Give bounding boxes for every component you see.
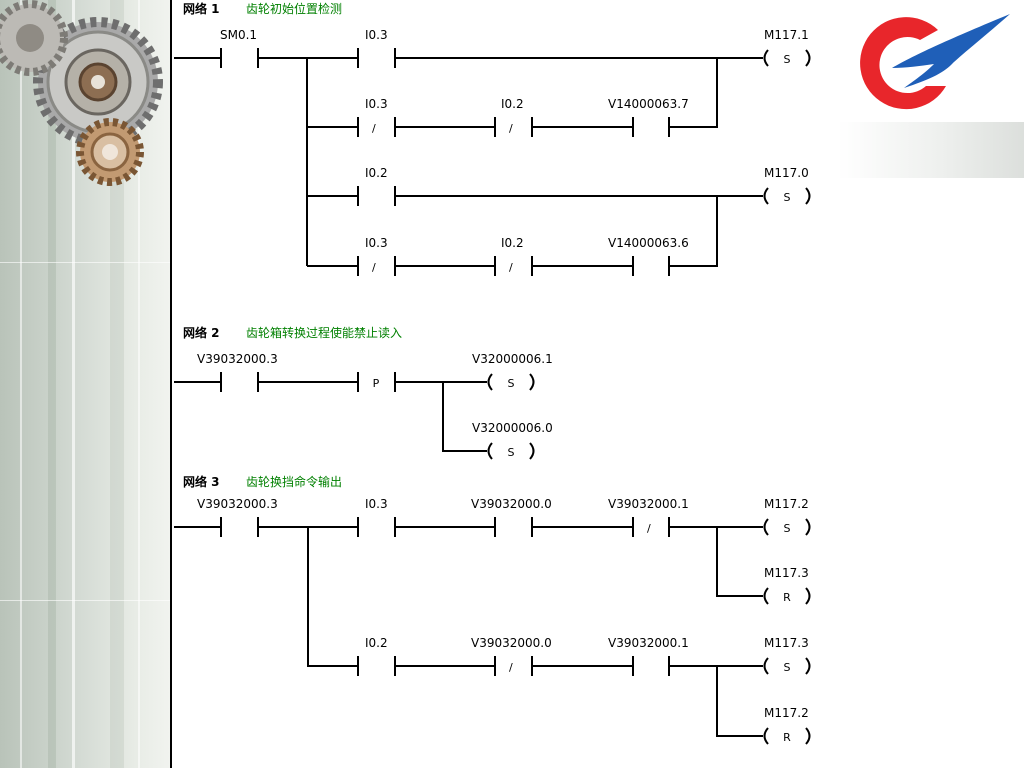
decorative-sidebar <box>0 0 170 768</box>
gears-illustration <box>0 0 163 186</box>
set-coil: S <box>487 373 535 391</box>
contact-label: I0.3 <box>365 236 388 250</box>
coil-label: M117.2 <box>764 497 809 511</box>
svg-text:S: S <box>784 661 791 674</box>
contact-label: V39032000.3 <box>197 497 278 511</box>
decorative-band <box>838 122 1024 178</box>
negated-contact-mark: / <box>372 261 376 274</box>
svg-text:S: S <box>508 377 515 390</box>
set-coil: S <box>763 49 811 67</box>
contact-label: I0.3 <box>365 497 388 511</box>
network-1: 网络 1 齿轮初始位置检测 / / / / SM0.1 I0.3 I0.3 I0… <box>174 1 811 276</box>
network-2-title: 网络 2 <box>183 325 220 340</box>
svg-text:R: R <box>783 731 791 744</box>
set-coil: S <box>763 518 811 536</box>
large-gear-icon <box>33 17 163 147</box>
coil-label: V32000006.0 <box>472 421 553 435</box>
coil-label: M117.3 <box>764 566 809 580</box>
set-coil: S <box>487 442 535 460</box>
network-3: 网络 3 齿轮换挡命令输出 / / V39032000.3 I0.3 V3903… <box>174 474 811 745</box>
negated-contact-mark: / <box>509 661 513 674</box>
contact-label: I0.2 <box>501 97 524 111</box>
contact-label: V14000063.7 <box>608 97 689 111</box>
contact-label: V39032000.1 <box>608 497 689 511</box>
contact-label: V39032000.3 <box>197 352 278 366</box>
coil-label: M117.3 <box>764 636 809 650</box>
network-2-description: 齿轮箱转换过程使能禁止读入 <box>246 325 402 340</box>
svg-text:S: S <box>508 446 515 459</box>
negated-contact-mark: / <box>647 522 651 535</box>
small-gear-icon <box>76 118 144 186</box>
contact-label: V39032000.0 <box>471 636 552 650</box>
contact-label: V14000063.6 <box>608 236 689 250</box>
reset-coil: R <box>763 587 811 605</box>
contact-label: V39032000.0 <box>471 497 552 511</box>
set-coil: S <box>763 187 811 205</box>
set-coil: S <box>763 657 811 675</box>
contact-label: I0.2 <box>365 166 388 180</box>
reset-coil: R <box>763 727 811 745</box>
negated-contact-mark: / <box>509 122 513 135</box>
ladder-panel <box>170 0 840 768</box>
positive-edge-mark: P <box>373 377 380 390</box>
network-1-title: 网络 1 <box>183 1 220 16</box>
negated-contact-mark: / <box>372 122 376 135</box>
svg-text:S: S <box>784 191 791 204</box>
coil-label: M117.2 <box>764 706 809 720</box>
company-logo-icon <box>860 14 1010 110</box>
svg-text:S: S <box>784 522 791 535</box>
svg-text:R: R <box>783 591 791 604</box>
negated-contact-mark: / <box>509 261 513 274</box>
contact-label: I0.3 <box>365 28 388 42</box>
contact-label: I0.2 <box>365 636 388 650</box>
top-gear-icon <box>0 0 68 76</box>
network-3-title: 网络 3 <box>183 474 220 489</box>
network-1-description: 齿轮初始位置检测 <box>246 1 342 16</box>
contact-label: I0.3 <box>365 97 388 111</box>
coil-label: V32000006.1 <box>472 352 553 366</box>
coil-label: M117.0 <box>764 166 809 180</box>
network-3-description: 齿轮换挡命令输出 <box>246 474 342 489</box>
svg-text:S: S <box>784 53 791 66</box>
contact-label: I0.2 <box>501 236 524 250</box>
coil-label: M117.1 <box>764 28 809 42</box>
network-2: 网络 2 齿轮箱转换过程使能禁止读入 P V39032000.3 S V3200… <box>174 325 553 460</box>
contact-label: V39032000.1 <box>608 636 689 650</box>
contact-label: SM0.1 <box>220 28 257 42</box>
